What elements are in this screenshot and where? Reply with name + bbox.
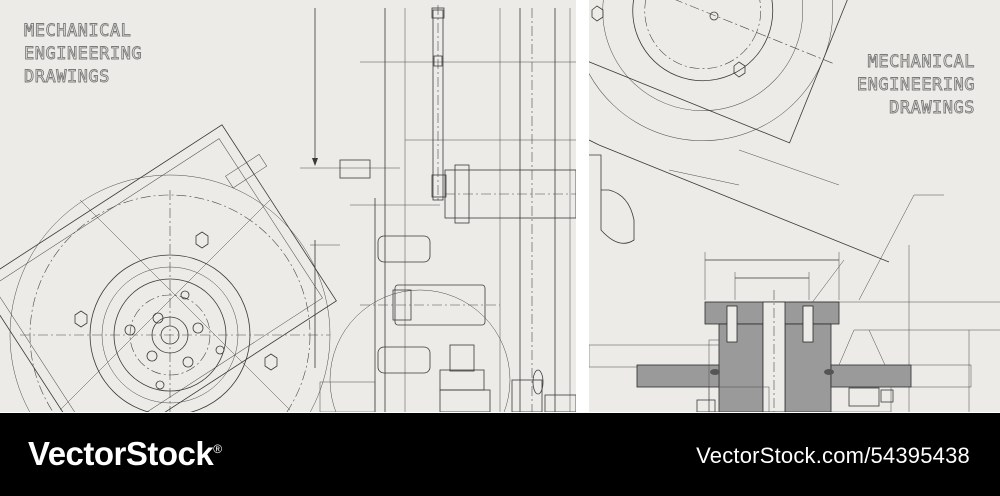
brand-name: VectorStock: [28, 435, 214, 472]
stock-image-id: VectorStock.com/54395438: [696, 443, 970, 468]
right-title-line-3: DRAWINGS: [889, 98, 975, 119]
left-drawing-title: MECHANICAL ENGINEERING DRAWINGS: [24, 20, 142, 89]
vectorstock-logo: VectorStock®: [28, 435, 222, 473]
right-drawing-panel: MECHANICAL ENGINEERING DRAWINGS: [589, 0, 1000, 412]
left-drawing-panel: MECHANICAL ENGINEERING DRAWINGS: [0, 0, 576, 412]
right-drawing-title: MECHANICAL ENGINEERING DRAWINGS: [839, 51, 975, 120]
left-title-line-1: MECHANICAL: [24, 21, 132, 42]
left-title-line-3: DRAWINGS: [24, 67, 110, 88]
watermark-footer: VectorStock® VectorStock.com/54395438: [0, 413, 1000, 496]
left-title-line-2: ENGINEERING: [24, 44, 143, 65]
left-blueprint-drawing: [0, 5, 576, 412]
right-title-line-2: ENGINEERING: [856, 75, 975, 96]
right-title-line-1: MECHANICAL: [867, 52, 975, 73]
registered-mark: ®: [213, 442, 222, 456]
right-blueprint-drawing: [589, 0, 1000, 412]
